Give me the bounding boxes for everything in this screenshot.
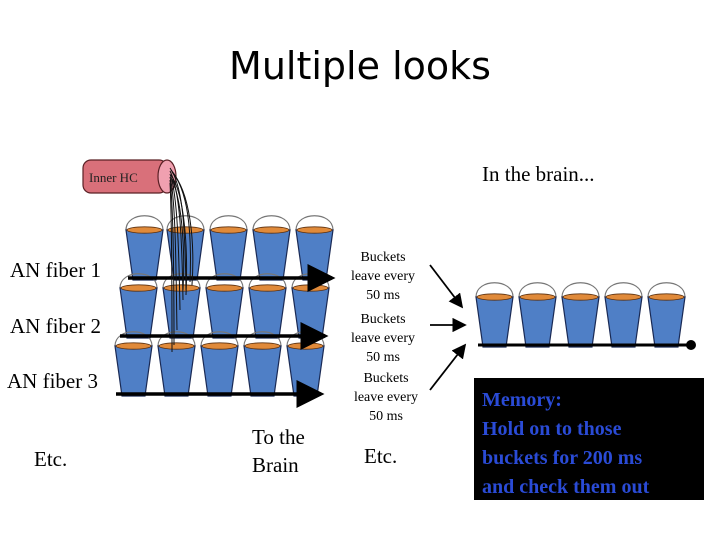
bucket-note-3-line-2: leave every bbox=[353, 390, 419, 405]
bucket-icon bbox=[561, 282, 600, 348]
bucket-icon bbox=[114, 331, 153, 397]
brain-heading: In the brain... bbox=[482, 162, 595, 186]
bucket-icon bbox=[157, 331, 196, 397]
bucket-note-1-line-1: Buckets bbox=[360, 250, 406, 265]
bucket-icon bbox=[286, 331, 325, 397]
bucket-icon bbox=[248, 273, 287, 339]
bucket-icon bbox=[252, 215, 291, 281]
bucket-icon bbox=[518, 282, 557, 348]
bucket-icon bbox=[647, 282, 686, 348]
fiber-2-label: AN fiber 2 bbox=[10, 314, 101, 338]
inner-hc-label: Inner HC bbox=[89, 170, 138, 185]
bucket-icon bbox=[162, 273, 201, 339]
slide-title: Multiple looks bbox=[229, 44, 491, 88]
bucket-note-1: Buckets leave every 50 ms bbox=[342, 248, 424, 305]
left-etc-label: Etc. bbox=[34, 447, 68, 471]
memory-box: Memory: Hold on to those buckets for 200… bbox=[474, 378, 704, 500]
bucket-note-3-line-3: 50 ms bbox=[369, 409, 403, 424]
bucket-note-2-line-2: leave every bbox=[350, 331, 416, 346]
bucket-note-2-line-1: Buckets bbox=[360, 312, 406, 327]
bucket-icon bbox=[209, 215, 248, 281]
bucket-icon bbox=[200, 331, 239, 397]
memory-line-2: Hold on to those bbox=[482, 418, 622, 440]
bucket-icon bbox=[243, 331, 282, 397]
arrow-to-brain-3 bbox=[429, 343, 467, 391]
fiber-1-label: AN fiber 1 bbox=[10, 258, 101, 282]
to-brain-line-1: To the bbox=[252, 425, 305, 449]
bucket-icon bbox=[475, 282, 514, 348]
memory-line-4: and check them out bbox=[482, 476, 650, 498]
bucket-icon bbox=[295, 215, 334, 281]
bucket-icon bbox=[291, 273, 330, 339]
bucket-group bbox=[114, 215, 686, 397]
brain-line-dot bbox=[686, 340, 696, 350]
bucket-note-3: Buckets leave every 50 ms bbox=[345, 369, 427, 426]
bucket-icon bbox=[125, 215, 164, 281]
to-brain-label: To the Brain bbox=[252, 423, 305, 479]
middle-etc-label: Etc. bbox=[364, 444, 398, 468]
bucket-icon bbox=[205, 273, 244, 339]
bucket-icon bbox=[604, 282, 643, 348]
hair-cell-tube-icon: Inner HC bbox=[82, 159, 177, 194]
bucket-note-3-line-1: Buckets bbox=[363, 371, 409, 386]
memory-line-3: buckets for 200 ms bbox=[482, 447, 643, 469]
bucket-icon bbox=[119, 273, 158, 339]
arrow-to-brain-1 bbox=[429, 264, 464, 309]
memory-line-1: Memory: bbox=[482, 389, 562, 411]
to-brain-line-2: Brain bbox=[252, 453, 299, 477]
bucket-note-2: Buckets leave every 50 ms bbox=[342, 310, 424, 367]
bucket-note-2-line-3: 50 ms bbox=[366, 350, 400, 365]
bucket-note-1-line-3: 50 ms bbox=[366, 288, 400, 303]
bucket-note-1-line-2: leave every bbox=[350, 269, 416, 284]
signal-stream bbox=[169, 167, 194, 353]
fiber-3-label: AN fiber 3 bbox=[7, 369, 98, 393]
